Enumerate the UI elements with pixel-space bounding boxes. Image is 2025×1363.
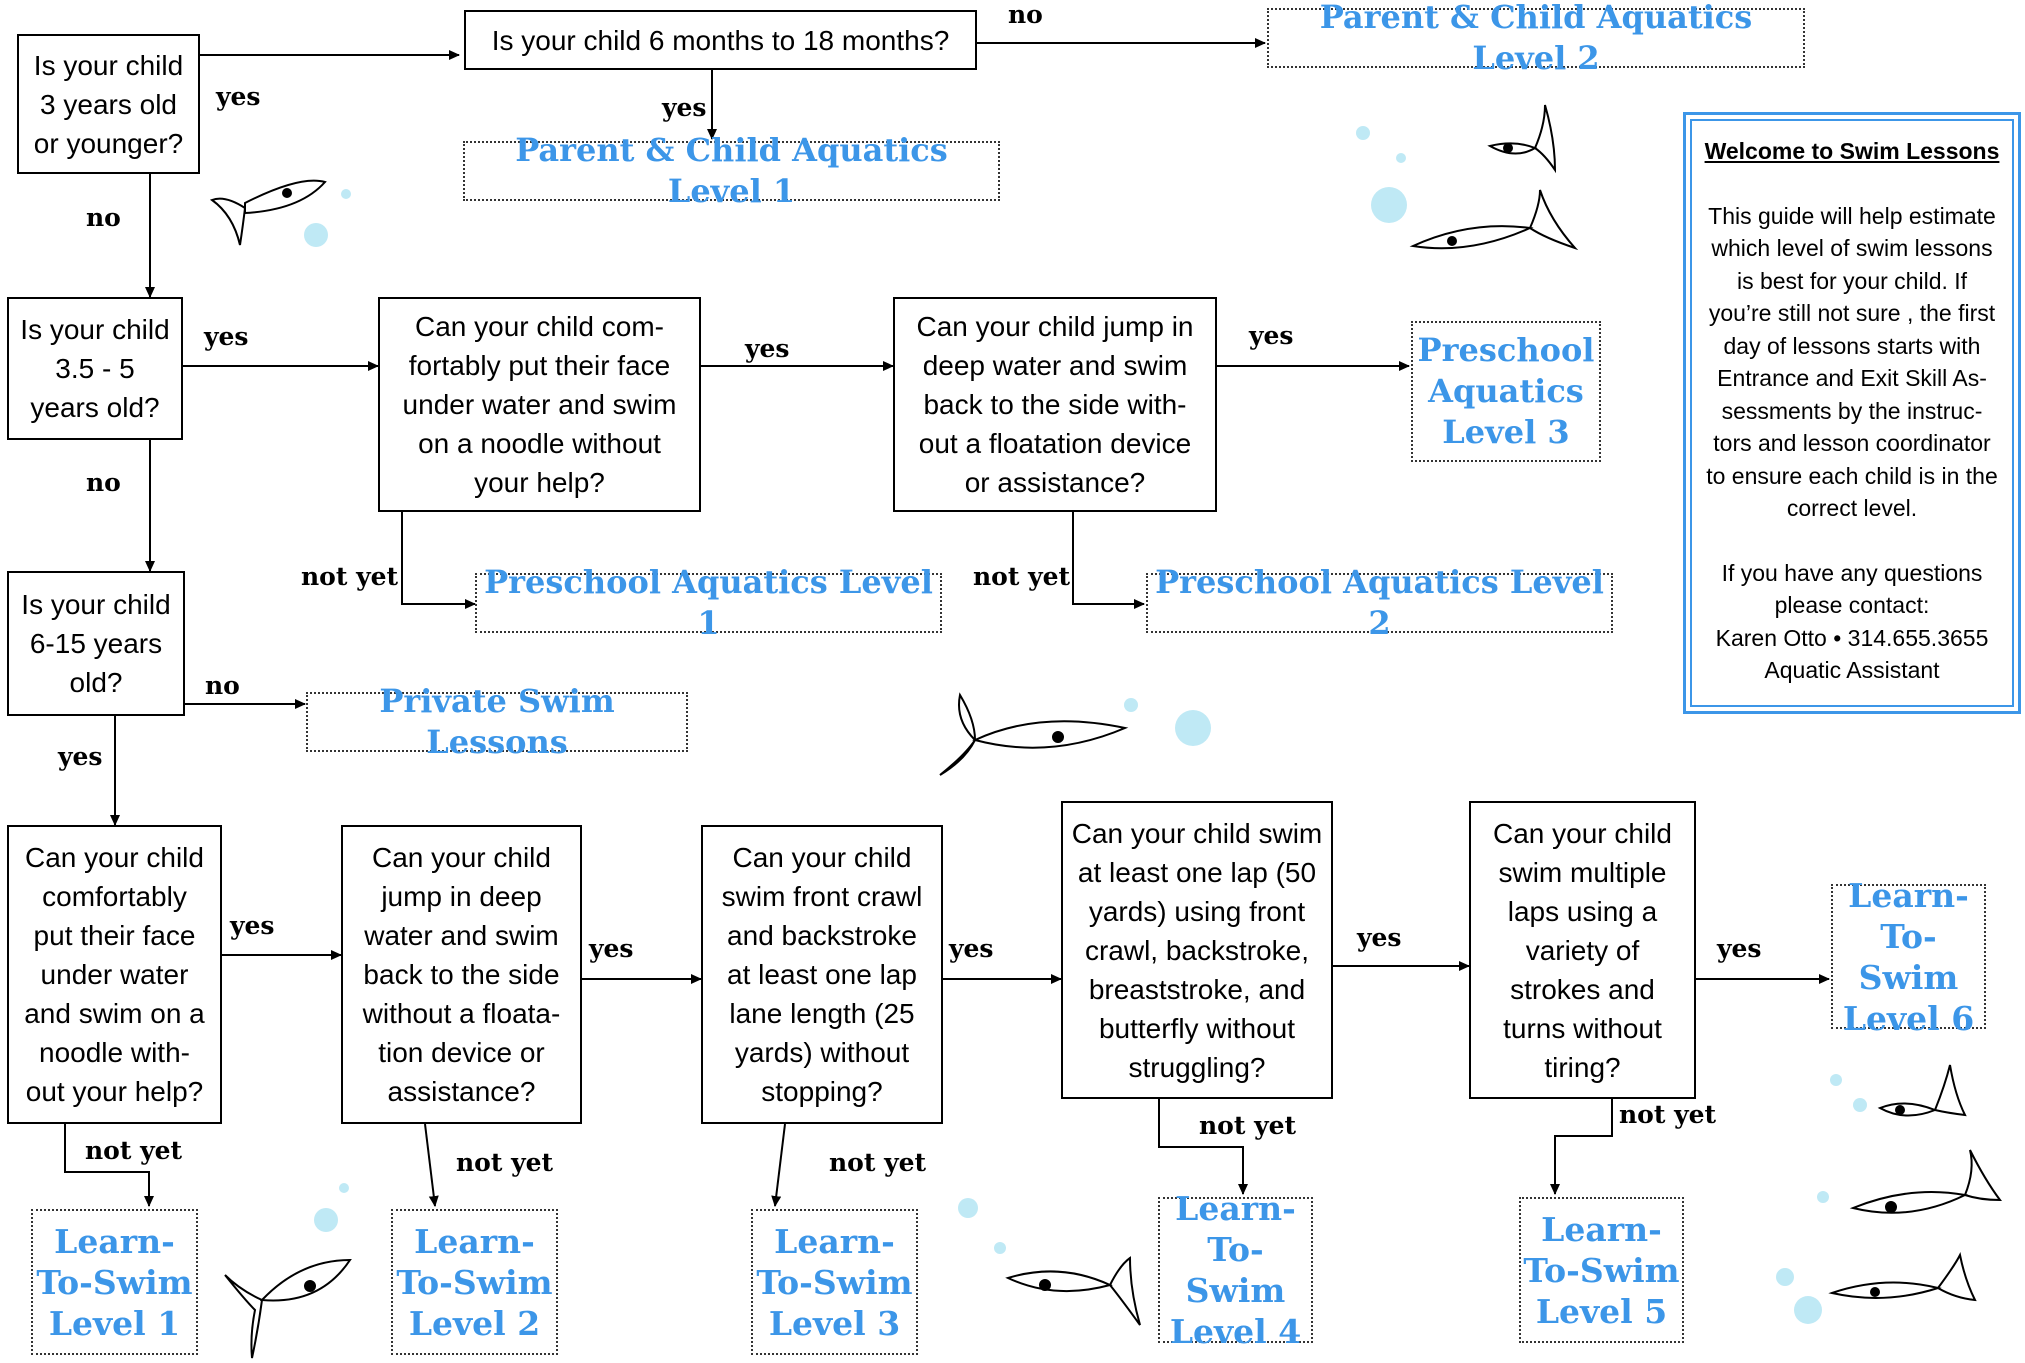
label-no: no bbox=[1008, 0, 1043, 29]
question-age-3-or-younger: Is your child 3 years old or younger? bbox=[17, 34, 200, 174]
label-yes: yes bbox=[662, 93, 707, 122]
arrow-jump-preschool-notyet bbox=[1072, 512, 1145, 609]
label-no: no bbox=[86, 468, 121, 497]
question-age-3-5-to-5: Is your child 3.5 - 5 years old? bbox=[7, 297, 183, 440]
label-not-yet: not yet bbox=[973, 562, 1071, 591]
result-parent-child-level-2: Parent & Child Aquatics Level 2 bbox=[1267, 0, 1805, 77]
question-face-noodle-preschool: Can your child com- fortably put their f… bbox=[378, 297, 701, 512]
welcome-contact: If you have any questions please contact… bbox=[1715, 559, 1989, 684]
label-yes: yes bbox=[58, 742, 103, 771]
result-preschool-level-2: Preschool Aquatics Level 2 bbox=[1146, 563, 1613, 642]
welcome-body: This guide will help estimate which leve… bbox=[1706, 202, 1998, 522]
question-jump-lts: Can your child jump in deep water and sw… bbox=[341, 825, 582, 1124]
question-face-noodle-lts: Can your child comfortably put their fac… bbox=[7, 825, 222, 1124]
label-yes: yes bbox=[1249, 321, 1294, 350]
label-yes: yes bbox=[230, 911, 275, 940]
label-yes: yes bbox=[745, 334, 790, 363]
result-learn-to-swim-level-3: Learn- To-Swim Level 3 bbox=[751, 1209, 918, 1355]
welcome-title: Welcome to Swim Lessons bbox=[1704, 138, 2000, 164]
result-learn-to-swim-level-6: Learn- To-Swim Level 6 bbox=[1831, 876, 1986, 1038]
label-no: no bbox=[86, 203, 121, 232]
welcome-panel-inner: Welcome to Swim Lessons This guide will … bbox=[1690, 119, 2014, 707]
label-yes: yes bbox=[1717, 934, 1762, 963]
label-yes: yes bbox=[949, 934, 994, 963]
label-not-yet: not yet bbox=[829, 1148, 927, 1177]
label-yes: yes bbox=[1357, 923, 1402, 952]
arrow-face-preschool-notyet bbox=[401, 512, 476, 609]
label-yes: yes bbox=[216, 82, 261, 111]
label-not-yet: not yet bbox=[301, 562, 399, 591]
result-learn-to-swim-level-1: Learn- To-Swim Level 1 bbox=[31, 1209, 198, 1355]
question-crawl-backstroke: Can your child swim front crawl and back… bbox=[701, 825, 943, 1124]
arrow-lts3-notyet bbox=[771, 1123, 786, 1207]
result-private-swim-lessons: Private Swim Lessons bbox=[306, 682, 688, 761]
result-learn-to-swim-level-4: Learn- To-Swim Level 4 bbox=[1158, 1189, 1313, 1351]
result-parent-child-level-1: Parent & Child Aquatics Level 1 bbox=[463, 131, 1000, 210]
result-preschool-level-1: Preschool Aquatics Level 1 bbox=[475, 563, 942, 642]
arrow-lts4-notyet bbox=[1158, 1099, 1248, 1195]
label-not-yet: not yet bbox=[85, 1136, 183, 1165]
question-age-6-to-15: Is your child 6-15 years old? bbox=[7, 571, 185, 716]
arrow-lts5-notyet bbox=[1550, 1099, 1613, 1195]
arrow-lts1-notyet bbox=[64, 1124, 154, 1207]
label-no: no bbox=[205, 671, 240, 700]
label-not-yet: not yet bbox=[456, 1148, 554, 1177]
label-not-yet: not yet bbox=[1619, 1100, 1717, 1129]
result-preschool-level-3: Preschool Aquatics Level 3 bbox=[1411, 321, 1601, 462]
question-6-to-18-months: Is your child 6 months to 18 months? bbox=[464, 10, 977, 70]
welcome-panel: Welcome to Swim Lessons This guide will … bbox=[1683, 112, 2021, 714]
question-one-lap-four-strokes: Can your child swim at least one lap (50… bbox=[1061, 801, 1333, 1099]
label-yes: yes bbox=[589, 934, 634, 963]
result-learn-to-swim-level-5: Learn- To-Swim Level 5 bbox=[1519, 1197, 1684, 1343]
label-not-yet: not yet bbox=[1199, 1111, 1297, 1140]
question-multiple-laps: Can your child swim multiple laps using … bbox=[1469, 801, 1696, 1099]
question-jump-preschool: Can your child jump in deep water and sw… bbox=[893, 297, 1217, 512]
arrow-lts2-notyet bbox=[424, 1123, 439, 1207]
result-learn-to-swim-level-2: Learn- To-Swim Level 2 bbox=[391, 1209, 558, 1355]
label-yes: yes bbox=[204, 322, 249, 351]
